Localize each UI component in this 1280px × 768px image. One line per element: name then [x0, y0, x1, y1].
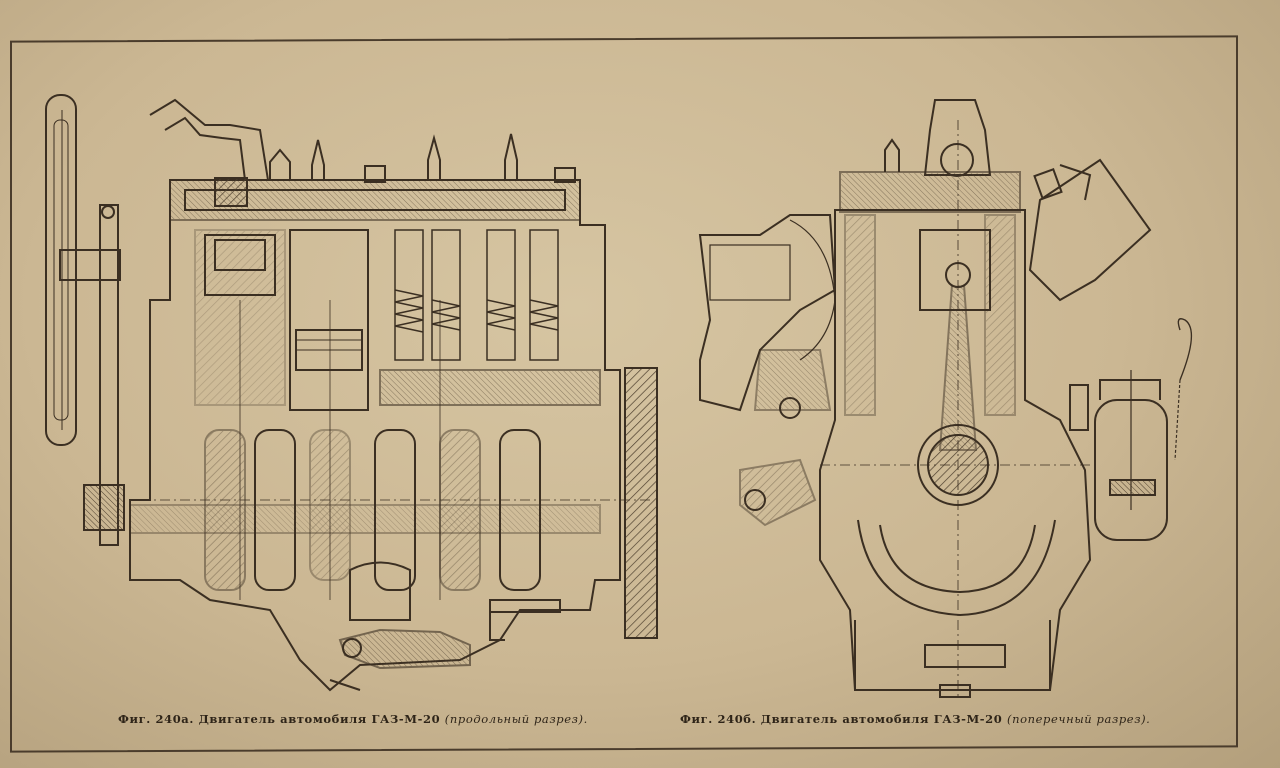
- figure-caption-longitudinal: Фиг. 240а. Двигатель автомобиля ГАЗ-М-20…: [118, 712, 588, 726]
- figure-text: Двигатель автомобиля ГАЗ-М-20: [198, 712, 441, 726]
- figure-text: Двигатель автомобиля ГАЗ-М-20: [760, 712, 1003, 726]
- figure-note: (продольный разрез).: [444, 712, 588, 726]
- figure-note: (поперечный разрез).: [1007, 712, 1151, 726]
- longitudinal-section-drawing: [45, 94, 658, 692]
- figure-label: Фиг. 240б.: [680, 712, 757, 726]
- spark-plug-row: [269, 133, 576, 183]
- figure-label: Фиг. 240а.: [118, 712, 194, 726]
- flywheel: [624, 367, 658, 639]
- crankshaft: [129, 429, 601, 621]
- figure-caption-cross: Фиг. 240б. Двигатель автомобиля ГАЗ-М-20…: [680, 712, 1150, 726]
- cross-section-drawing: [698, 99, 1193, 700]
- fan-blade: [45, 94, 77, 446]
- valve-springs: [394, 229, 559, 361]
